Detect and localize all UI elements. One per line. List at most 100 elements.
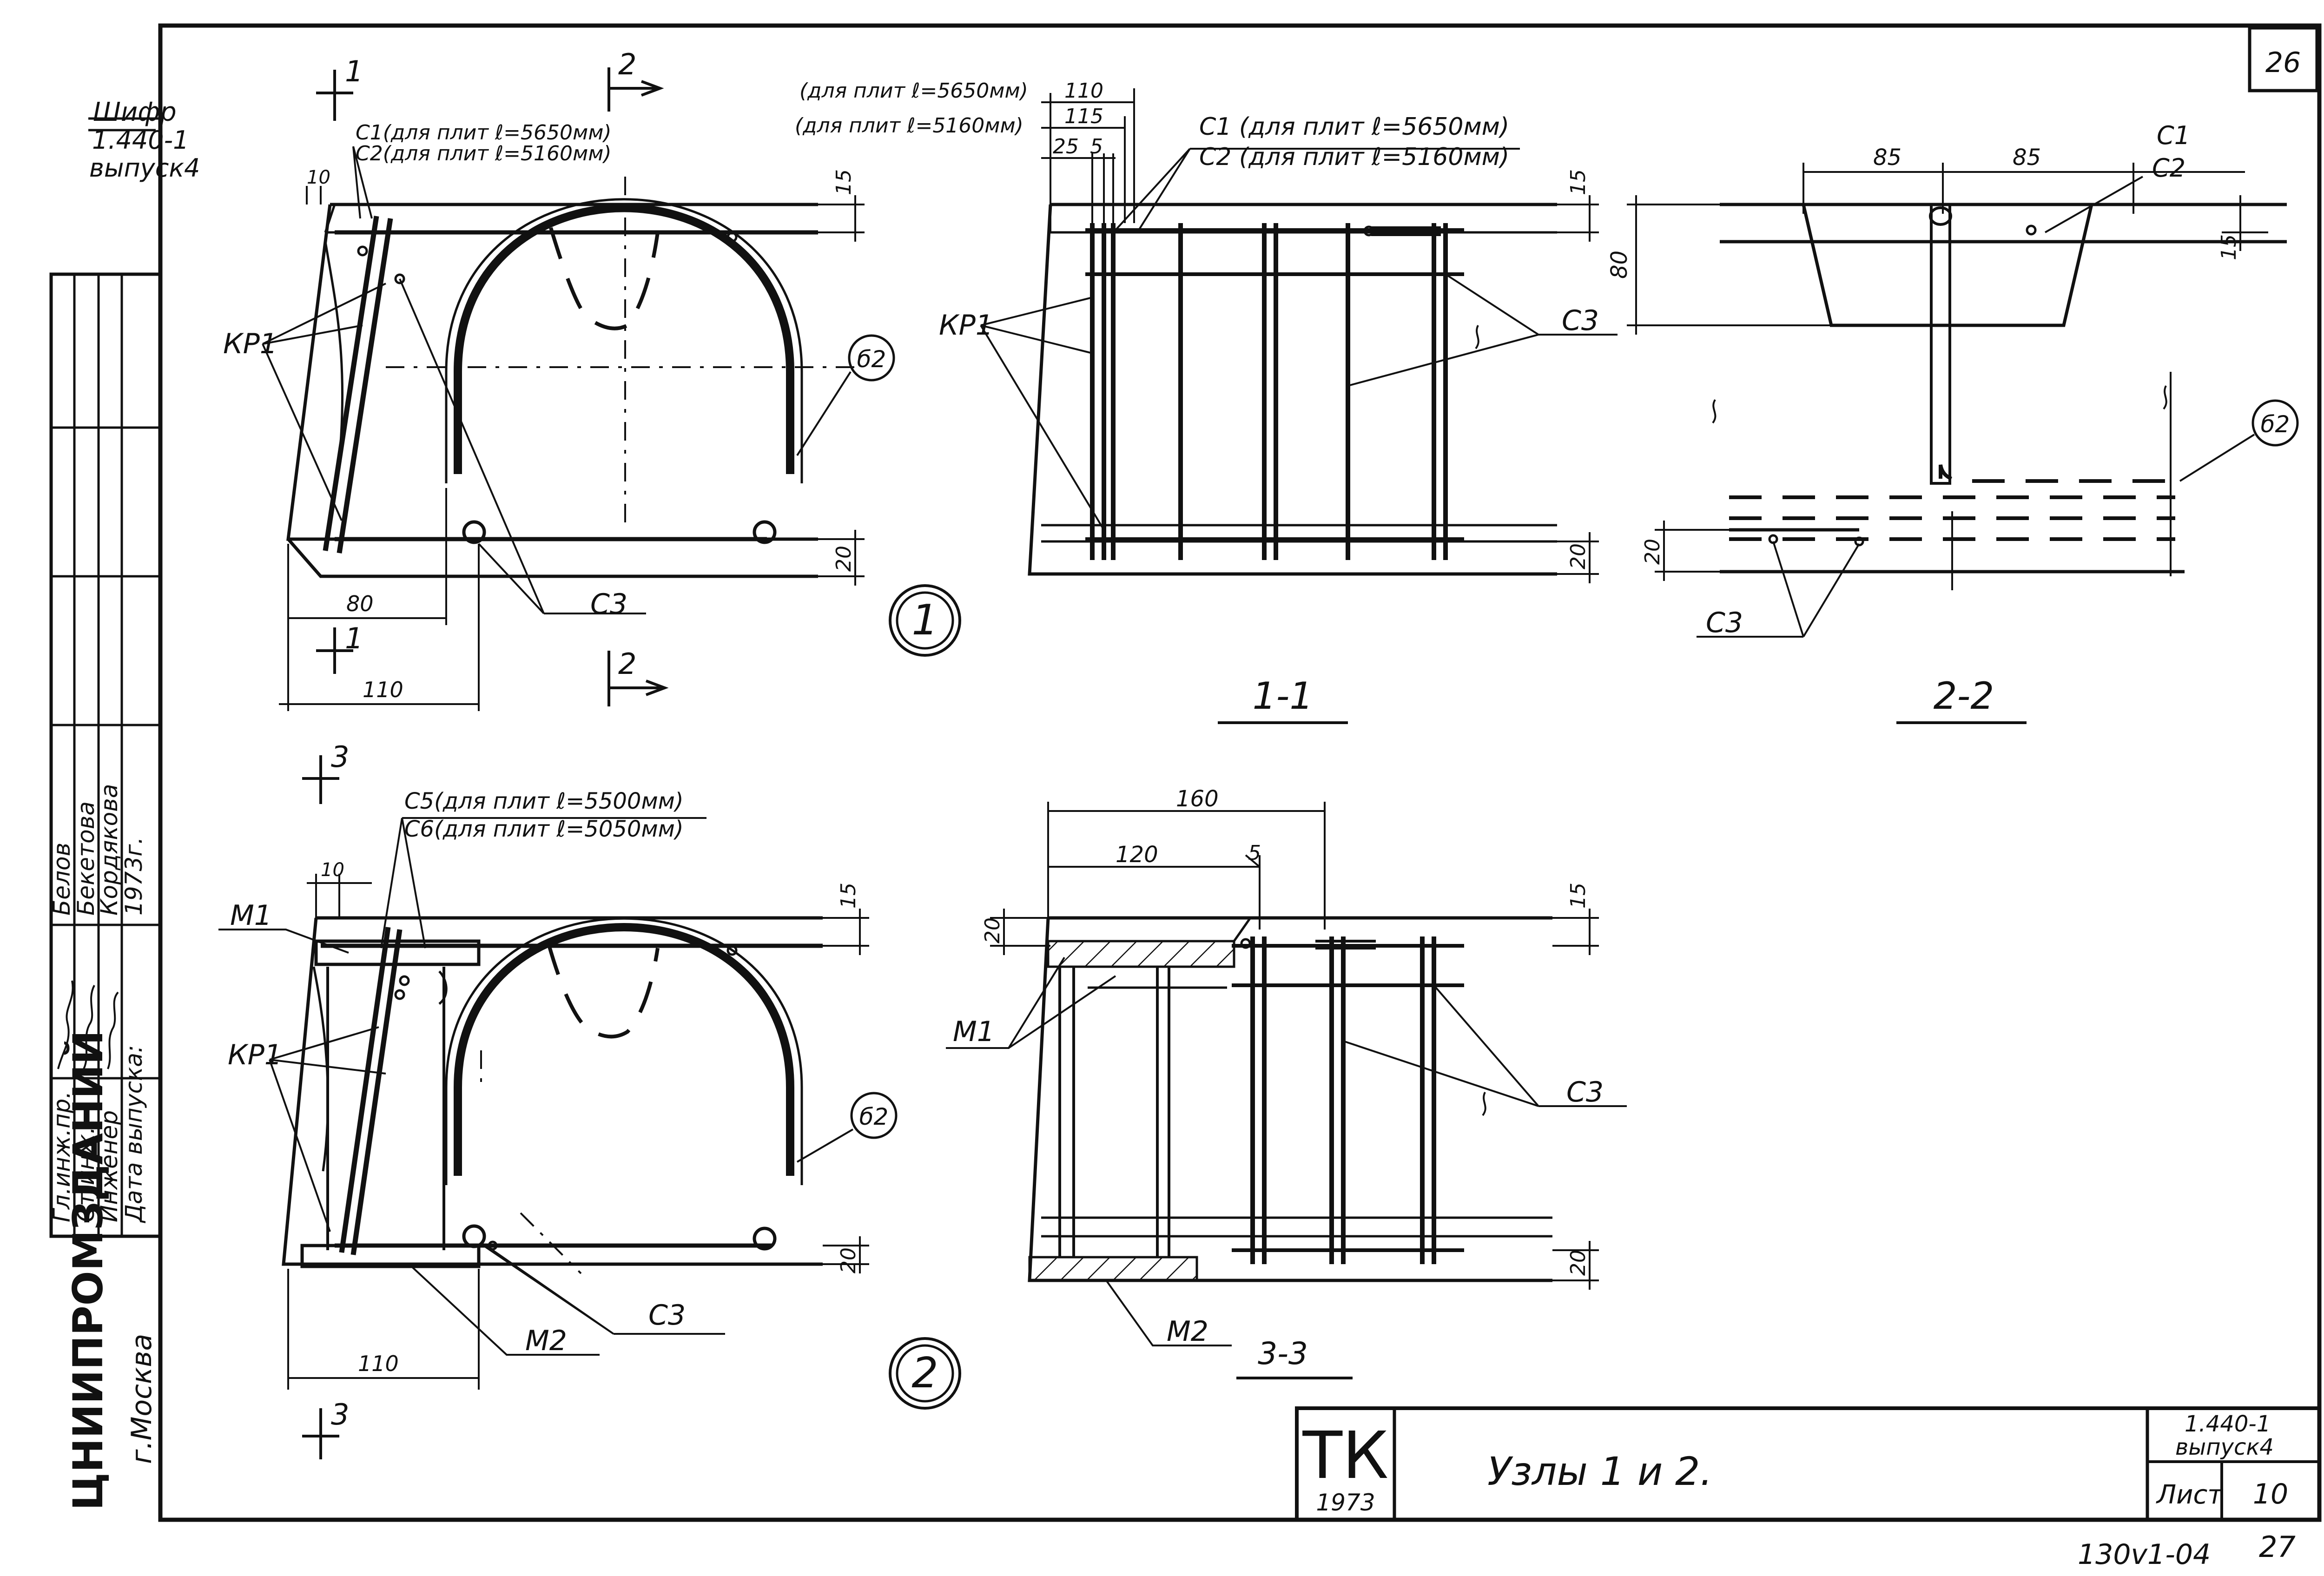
- node1-cut2-bottom: 2: [618, 647, 636, 681]
- stamp-role-3: Инженер: [96, 1110, 123, 1222]
- node1-circle-label: 1: [911, 596, 938, 645]
- s33-plate-m2: [1028, 1256, 1198, 1282]
- title-text: Узлы 1 и 2.: [1487, 1449, 1712, 1494]
- title-sheet-label: Лист: [2156, 1480, 2223, 1510]
- node1-cut2-top: 2: [618, 47, 636, 81]
- s33-title: 3-3: [1258, 1336, 1308, 1372]
- s22-dim-85a: 85: [1873, 145, 1901, 171]
- node1-label-c2: С2(для плит ℓ=5160мм): [356, 142, 612, 165]
- section-3-3-view: 160 120 5 20 15 20 М1 С3 М2 3-: [946, 786, 1627, 1379]
- section-2-2-view: 85 85 С1 С2 80 15 б2 20 С3 2-2: [1606, 121, 2299, 724]
- s33-dim-15: 15: [1566, 883, 1590, 909]
- s33-label-c3: С3: [1566, 1076, 1604, 1108]
- s22-title: 2-2: [1934, 674, 1994, 718]
- title-block: ТК 1973 Узлы 1 и 2. 1.440-1 выпуск4 Лист…: [1295, 1406, 2321, 1522]
- s22-label-b2: б2: [2261, 411, 2290, 438]
- s11-title: 1-1: [1253, 674, 1314, 718]
- s33-label-m2: М2: [1167, 1315, 1208, 1348]
- s11-note2: (для плит ℓ=5160мм): [795, 114, 1023, 138]
- node2-dim-20: 20: [837, 1247, 860, 1273]
- stamp-role-1: Гл.инж.пр.: [48, 1091, 75, 1222]
- node1-label-c1: С1(для плит ℓ=5650мм): [356, 121, 612, 145]
- s33-label-m1: М1: [953, 1015, 995, 1048]
- node1-loop-rebar: [454, 204, 794, 474]
- s22-label-c3: С3: [1706, 607, 1743, 639]
- title-stamp-tk: ТК: [1302, 1418, 1389, 1494]
- organization-city: г.Москва: [125, 1334, 158, 1464]
- s22-dim-80: 80: [1606, 251, 1632, 279]
- s11-note1: (для плит ℓ=5650мм): [799, 79, 1028, 103]
- cipher-label: Шифр: [93, 97, 177, 127]
- node2-dim-110: 110: [358, 1351, 399, 1376]
- node2-label-c5: С5(для плит ℓ=5500мм): [404, 788, 684, 814]
- node1-dim-10: 10: [307, 167, 330, 188]
- stamp-name-4: 1973г.: [120, 837, 147, 916]
- left-stamp: Шифр 1.440-1 выпуск4 Гл.инж.пр. Ст.инж. …: [48, 97, 200, 1510]
- signature-3: [107, 991, 119, 1069]
- title-series: 1.440-1: [2185, 1411, 2271, 1437]
- title-stamp-year: 1973: [1316, 1489, 1375, 1516]
- stamp-name-1: Белов: [48, 843, 75, 916]
- s22-label-c1: С1: [2157, 121, 2190, 150]
- bottom-stamp-code: 130v1-04: [2078, 1538, 2211, 1571]
- sheet-frame: [158, 23, 2322, 1522]
- node1-label-b2: б2: [857, 346, 886, 373]
- node2-dim-10: 10: [321, 859, 344, 881]
- node1-dim-110: 110: [363, 677, 403, 702]
- node2-dim-15: 15: [837, 883, 860, 909]
- node2-label-m1: М1: [230, 899, 272, 932]
- s11-label-c1: С1 (для плит ℓ=5650мм): [1199, 113, 1509, 141]
- stamp-name-2: Бекетова: [73, 801, 99, 916]
- s11-label-c3: С3: [1562, 304, 1599, 337]
- sheet-number-top: 26: [2265, 46, 2301, 79]
- cipher-issue: выпуск4: [89, 153, 200, 183]
- node1-cut1-bottom: 1: [345, 621, 363, 655]
- stamp-name-3: Кордякова: [96, 784, 123, 916]
- s33-dim-20a: 20: [981, 917, 1004, 943]
- section-1-1-view: (для плит ℓ=5650мм) (для плит ℓ=5160мм) …: [795, 79, 1618, 724]
- s22-dim-85b: 85: [2013, 145, 2041, 171]
- signature-2: [83, 985, 95, 1069]
- node2-label-kp1: КР1: [228, 1039, 282, 1071]
- s22-label-c2: С2: [2152, 153, 2185, 183]
- node2-loop-rebar: [454, 923, 794, 1176]
- node2-label-c3: С3: [648, 1299, 686, 1332]
- s33-dim-5: 5: [1248, 841, 1261, 865]
- title-sheet-number: 10: [2253, 1478, 2288, 1510]
- node1-dim-20: 20: [832, 546, 856, 572]
- node1-cut1-top: 1: [345, 54, 363, 88]
- signature-1: [57, 980, 74, 1069]
- node1-plate-groove: [324, 241, 344, 461]
- s33-plate-m1: [1047, 940, 1235, 968]
- s22-dim-20: 20: [1641, 539, 1664, 565]
- node2-cut3-top: 3: [331, 740, 349, 774]
- s11-dim-25: 25: [1053, 135, 1079, 158]
- node-1-view: 1 1 2 2 С1(для плит ℓ=5650мм) С2(для пли…: [223, 47, 961, 711]
- s11-dim-115: 115: [1064, 105, 1103, 128]
- s33-dim-20b: 20: [1566, 1250, 1590, 1276]
- s11-dim-20: 20: [1566, 543, 1590, 569]
- title-issue: выпуск4: [2175, 1434, 2274, 1460]
- node1-label-c3: С3: [590, 588, 627, 620]
- node2-circle-label: 2: [911, 1349, 938, 1398]
- node1-dim-15: 15: [832, 169, 856, 195]
- node2-label-c6: С6(для плит ℓ=5050мм): [404, 816, 684, 842]
- s33-dim-160: 160: [1176, 786, 1219, 812]
- s11-dim-15: 15: [1566, 169, 1590, 195]
- sheet-number-box: [2248, 26, 2319, 92]
- node2-label-b2: б2: [859, 1103, 889, 1130]
- node2-label-m2: М2: [525, 1325, 567, 1357]
- node2-plate-groove: [312, 966, 329, 1172]
- bottom-page-number: 27: [2259, 1530, 2296, 1564]
- node2-cut3-bottom: 3: [331, 1398, 349, 1431]
- node-2-view: 3 3 С5(для плит ℓ=5500мм) С6(для плит ℓ=…: [218, 740, 961, 1459]
- organization-name: ЦНИИПРОМЗДАНИЙ: [64, 1030, 112, 1510]
- s11-label-kp1: КР1: [939, 309, 993, 342]
- s11-label-c2: С2 (для плит ℓ=5160мм): [1199, 143, 1509, 171]
- s11-dim-110: 110: [1064, 79, 1103, 103]
- stamp-role-4: Дата выпуска:: [120, 1045, 147, 1223]
- stamp-role-2: Ст.инж.: [73, 1127, 99, 1222]
- node1-label-kp1: КР1: [223, 328, 277, 360]
- node1-dim-80: 80: [346, 591, 374, 616]
